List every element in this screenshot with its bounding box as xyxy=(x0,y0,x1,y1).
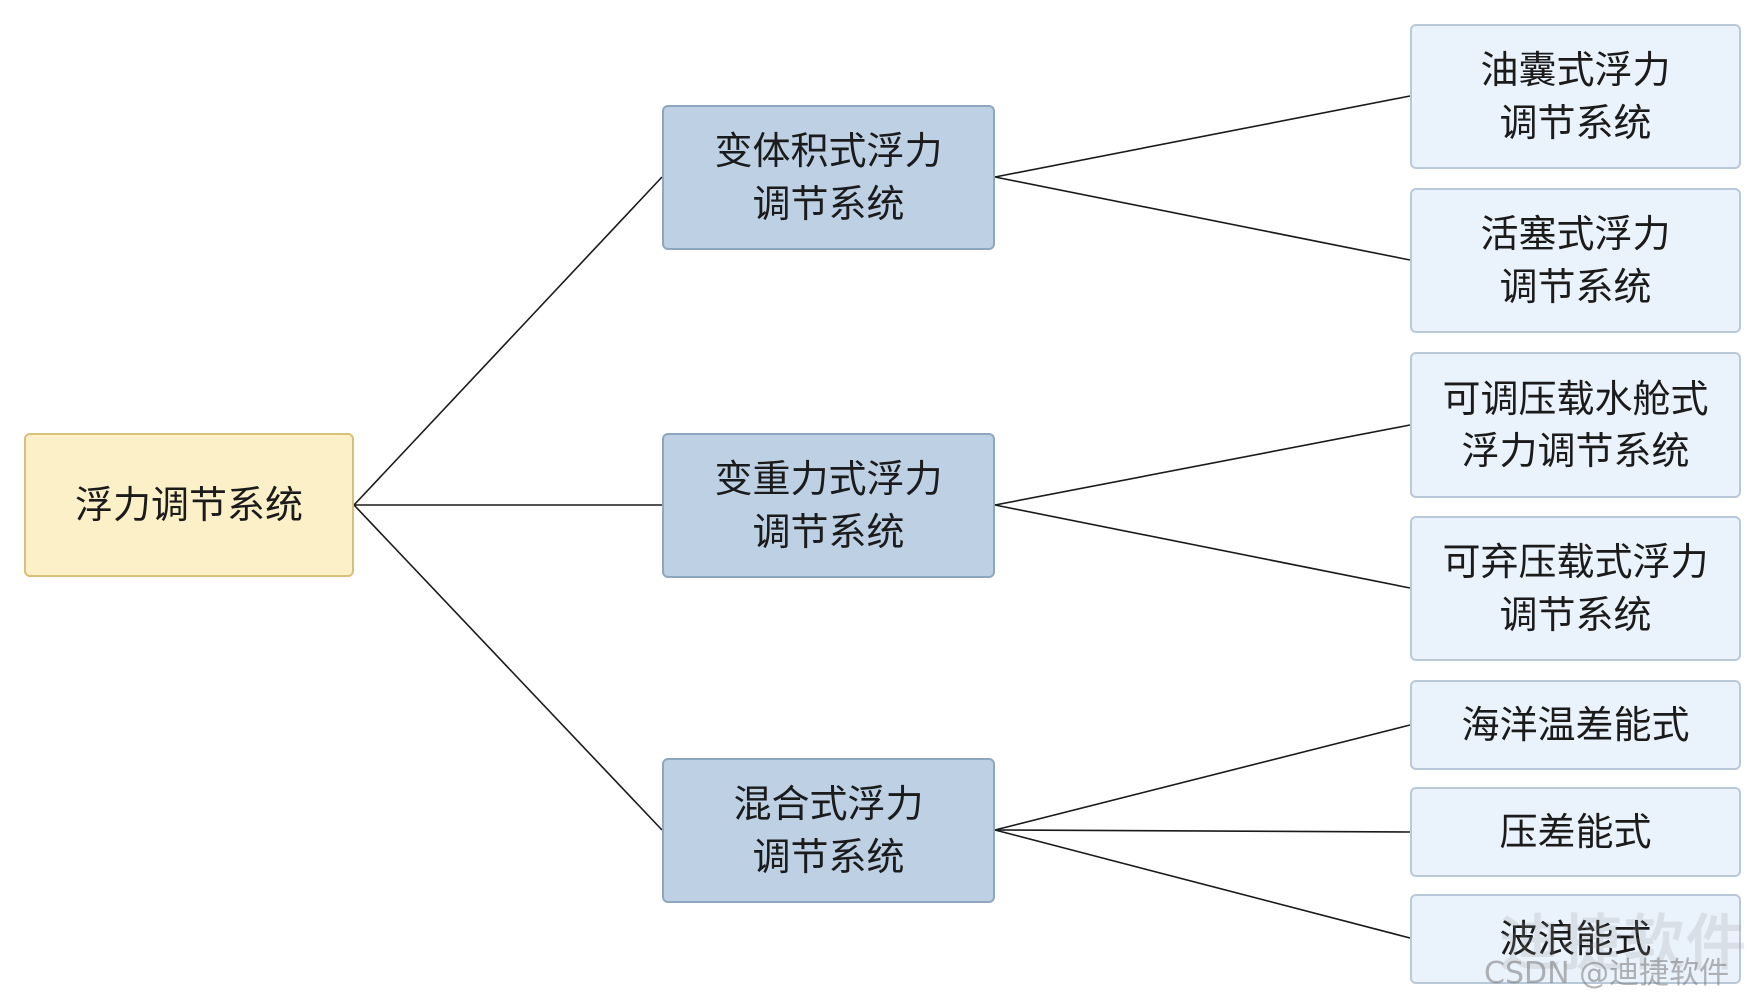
leaf-label: 活塞式浮力 调节系统 xyxy=(1480,212,1671,309)
leaf-node-oil-bladder: 油囊式浮力 调节系统 xyxy=(1410,24,1741,169)
edge-cat2-leaf0 xyxy=(994,724,1411,831)
leaf-node-pressure-difference: 压差能式 xyxy=(1410,787,1741,877)
edge-cat0-leaf0 xyxy=(994,95,1411,178)
leaf-node-wave-energy: 波浪能式 xyxy=(1410,894,1741,984)
category-node-hybrid: 混合式浮力 调节系统 xyxy=(662,758,995,903)
category-label: 变重力式浮力 调节系统 xyxy=(714,457,943,554)
leaf-label: 海洋温差能式 xyxy=(1461,702,1690,747)
watermark-brand: 迪捷软件 xyxy=(1500,909,1748,979)
leaf-label: 可调压载水舱式 浮力调节系统 xyxy=(1442,376,1709,473)
edge-root-cat2 xyxy=(353,504,663,831)
leaf-label: 波浪能式 xyxy=(1499,916,1652,961)
root-node: 浮力调节系统 xyxy=(24,433,354,577)
edge-cat2-leaf2 xyxy=(994,829,1411,939)
edge-root-cat0 xyxy=(353,176,663,506)
category-label: 变体积式浮力 调节系统 xyxy=(714,129,943,226)
leaf-label: 可弃压载式浮力 调节系统 xyxy=(1442,540,1709,637)
leaf-node-ballast-tank: 可调压载水舱式 浮力调节系统 xyxy=(1410,352,1741,498)
leaf-node-drop-ballast: 可弃压载式浮力 调节系统 xyxy=(1410,516,1741,661)
category-label: 混合式浮力 调节系统 xyxy=(733,782,924,879)
leaf-node-ocean-thermal: 海洋温差能式 xyxy=(1410,680,1741,770)
root-label: 浮力调节系统 xyxy=(74,482,303,527)
edge-cat0-leaf1 xyxy=(994,176,1411,261)
edge-cat1-leaf1 xyxy=(994,504,1411,589)
watermark-source: CSDN @迪捷软件 xyxy=(1484,956,1730,991)
category-node-variable-gravity: 变重力式浮力 调节系统 xyxy=(662,433,995,578)
edge-cat1-leaf0 xyxy=(994,424,1411,506)
leaf-label: 油囊式浮力 调节系统 xyxy=(1480,48,1671,145)
category-node-variable-volume: 变体积式浮力 调节系统 xyxy=(662,105,995,250)
leaf-label: 压差能式 xyxy=(1499,809,1652,854)
edge-cat2-leaf1 xyxy=(994,829,1411,833)
leaf-node-piston: 活塞式浮力 调节系统 xyxy=(1410,188,1741,333)
